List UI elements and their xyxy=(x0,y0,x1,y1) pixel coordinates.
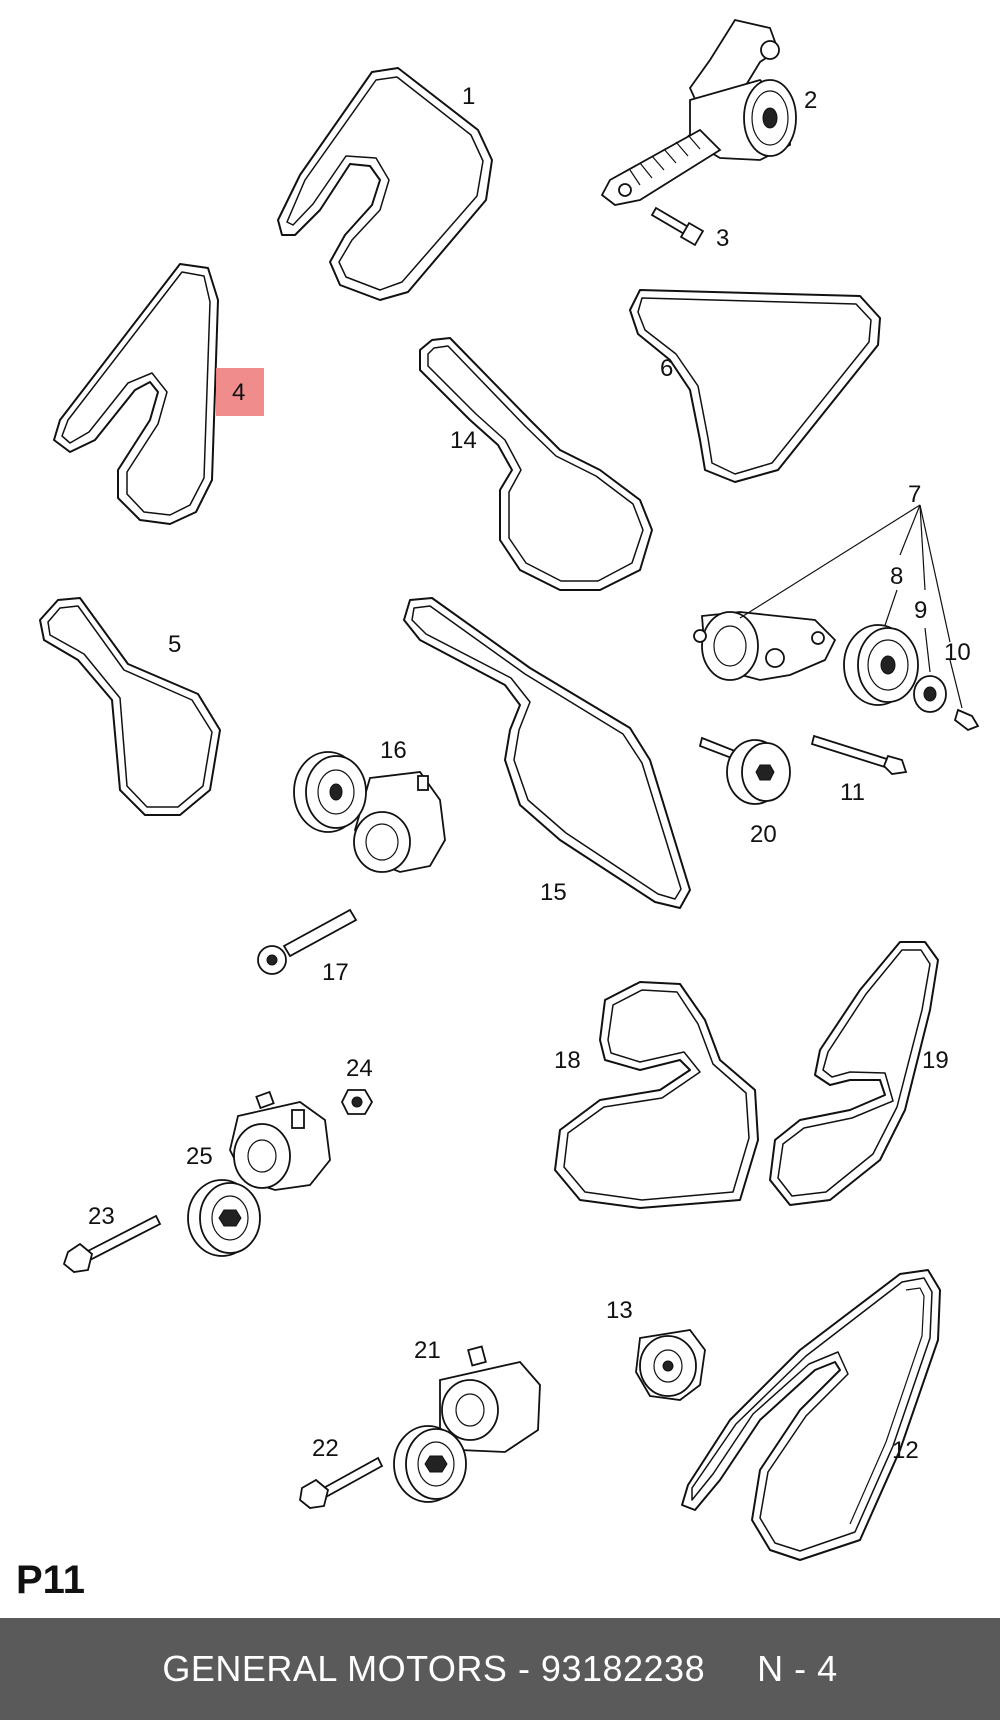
callout-1[interactable]: 1 xyxy=(462,83,475,110)
bolt-part-3[interactable] xyxy=(650,206,705,247)
callout-24[interactable]: 24 xyxy=(346,1055,373,1082)
callout-12[interactable]: 12 xyxy=(892,1437,919,1464)
callout-2[interactable]: 2 xyxy=(804,87,817,114)
callout-17[interactable]: 17 xyxy=(322,959,349,986)
belt-part-6[interactable] xyxy=(629,289,881,483)
washer-part-9[interactable] xyxy=(913,627,947,713)
belt-part-1[interactable] xyxy=(277,67,493,301)
belt-part-15[interactable] xyxy=(403,597,691,909)
callout-18[interactable]: 18 xyxy=(554,1047,581,1074)
belt-part-12[interactable] xyxy=(681,1269,941,1561)
diagram-position: N - 4 xyxy=(757,1648,838,1689)
callout-15[interactable]: 15 xyxy=(540,879,567,906)
callout-3[interactable]: 3 xyxy=(716,225,729,252)
callout-5[interactable]: 5 xyxy=(168,631,181,658)
bolt-part-22[interactable] xyxy=(299,1456,384,1509)
bolt-part-23[interactable] xyxy=(62,1214,162,1273)
tensioner-part-25[interactable] xyxy=(187,1090,331,1257)
nut-part-24[interactable] xyxy=(340,1089,374,1115)
leader-lines-7 xyxy=(739,504,951,643)
belt-part-18[interactable] xyxy=(554,981,759,1209)
callout-13[interactable]: 13 xyxy=(606,1297,633,1324)
bolt-part-17[interactable] xyxy=(257,908,358,975)
callout-8[interactable]: 8 xyxy=(890,563,903,590)
pulley-part-8[interactable] xyxy=(843,589,919,706)
callout-4[interactable]: 4 xyxy=(232,379,245,406)
highlight-marker xyxy=(216,368,264,416)
idler-part-13[interactable] xyxy=(635,1329,706,1401)
callout-16[interactable]: 16 xyxy=(380,737,407,764)
callout-6[interactable]: 6 xyxy=(660,355,673,382)
callout-20[interactable]: 20 xyxy=(750,821,777,848)
tensioner-part-21[interactable] xyxy=(393,1345,541,1503)
callout-11[interactable]: 11 xyxy=(840,779,865,806)
callout-14[interactable]: 14 xyxy=(450,427,477,454)
tensioner-part-7[interactable] xyxy=(693,611,837,681)
manufacturer-part-number: GENERAL MOTORS - 93182238 xyxy=(162,1648,706,1689)
bolt-part-11[interactable] xyxy=(810,734,908,775)
belt-part-19[interactable] xyxy=(769,941,939,1206)
callout-7[interactable]: 7 xyxy=(908,481,921,508)
callout-9[interactable]: 9 xyxy=(914,597,927,624)
belt-part-5[interactable] xyxy=(39,597,221,816)
idler-part-20[interactable] xyxy=(698,736,791,805)
tensioner-part-2[interactable] xyxy=(600,18,797,206)
callout-21[interactable]: 21 xyxy=(414,1337,441,1364)
page-label: P11 xyxy=(16,1558,85,1602)
callout-25[interactable]: 25 xyxy=(186,1143,213,1170)
parts-diagram: 1 2 3 4 5 6 14 xyxy=(39,18,980,1561)
callout-22[interactable]: 22 xyxy=(312,1435,339,1462)
callout-10[interactable]: 10 xyxy=(944,639,971,666)
belt-part-4[interactable] xyxy=(53,263,219,525)
footer-bar: GENERAL MOTORS - 93182238 N - 4 xyxy=(0,1618,1000,1720)
callout-19[interactable]: 19 xyxy=(922,1047,949,1074)
bolt-part-10[interactable] xyxy=(949,659,980,732)
callout-23[interactable]: 23 xyxy=(88,1203,115,1230)
tensioner-part-16[interactable] xyxy=(293,751,446,873)
belt-part-14[interactable] xyxy=(419,337,653,591)
